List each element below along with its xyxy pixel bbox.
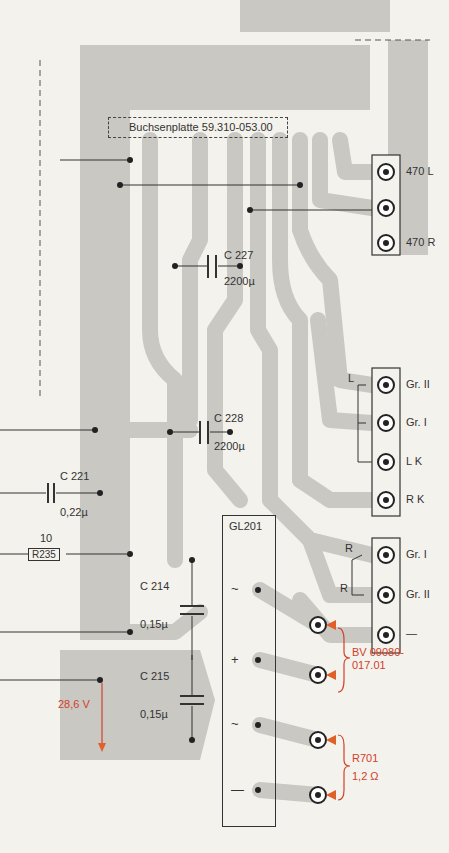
pcb-label: 10 — [40, 532, 52, 545]
pcb-label: — — [406, 627, 417, 640]
pcb-label: C 221 — [60, 470, 89, 483]
pcb-label: Gr. I — [406, 416, 427, 429]
pcb-label: 470 R — [406, 236, 435, 249]
pcb-label: R701 — [352, 752, 378, 765]
pcb-label: C 227 — [224, 249, 253, 262]
pcb-label: 0,22µ — [60, 506, 88, 519]
pcb-label: R K — [406, 493, 424, 506]
node-title: R235 — [32, 549, 56, 560]
pcb-label: 2200µ — [214, 440, 245, 453]
pin-symbol: ~ — [231, 717, 239, 730]
pcb-label: C 228 — [214, 412, 243, 425]
board-outline: Buchsenplatte 59.310-053.00 — [108, 117, 288, 138]
pcb-label: BV 09080-017.01 — [352, 646, 414, 672]
pcb-label: Gr. I — [406, 548, 427, 561]
pcb-label: Gr. II — [406, 588, 430, 601]
pcb-label: 2200µ — [224, 275, 255, 288]
pcb-label: 28,6 V — [58, 698, 90, 711]
pcb-label: Gr. II — [406, 378, 430, 391]
pcb-label: R — [345, 542, 353, 555]
rectifier-box: GL201 ~ + ~ — — [222, 515, 276, 827]
node-title: Buchsenplatte 59.310-053.00 — [129, 121, 273, 134]
pcb-label: 1,2 Ω — [352, 770, 379, 783]
pin-symbol: ~ — [231, 582, 239, 595]
node-title: GL201 — [229, 520, 262, 533]
pin-symbol: + — [231, 653, 239, 666]
pcb-label: R — [340, 582, 348, 595]
pcb-label: C 214 — [140, 580, 169, 593]
pcb-label: C 215 — [140, 670, 169, 683]
pcb-label: 0,15µ — [140, 618, 168, 631]
pcb-label: 470 L — [406, 165, 434, 178]
pcb-label: L — [348, 372, 354, 385]
pcb-label: 0,15µ — [140, 708, 168, 721]
pin-symbol: — — [231, 783, 244, 796]
resistor-box: R235 — [28, 548, 60, 561]
pcb-label: L K — [406, 455, 422, 468]
